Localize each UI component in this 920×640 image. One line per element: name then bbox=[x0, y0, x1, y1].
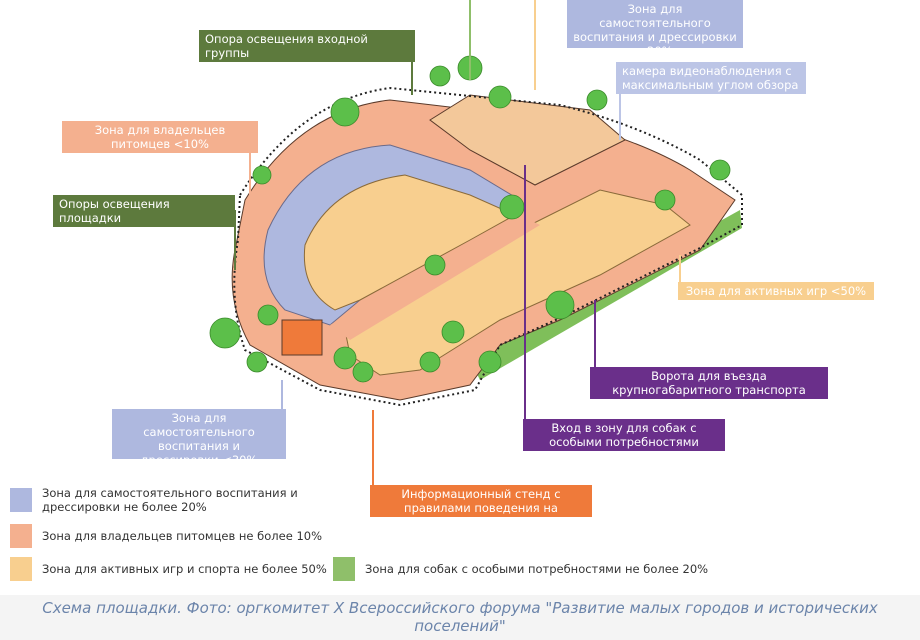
info-stand-shelter bbox=[281, 319, 323, 356]
legend-item-owners: Зона для владельцев питомцев не более 10… bbox=[10, 524, 330, 548]
fence bbox=[233, 86, 743, 407]
legend-label: Зона для самостоятельного воспитания и д… bbox=[42, 486, 298, 514]
leader-lines bbox=[234, 0, 681, 492]
walk-path bbox=[330, 215, 540, 340]
legend-item-active-games: Зона для активных игр и спорта не более … bbox=[10, 557, 330, 581]
callout-info-stand: Информационный стенд с правилами поведен… bbox=[370, 485, 592, 529]
legend-label: Зона для собак с особыми потребностями н… bbox=[365, 562, 709, 576]
legend-item-training: Зона для самостоятельного воспитания и д… bbox=[10, 486, 310, 514]
callout-left-training-zone: Зона для самостоятельного воспитания и д… bbox=[112, 409, 286, 467]
callout-top-training-zone: Зона для самостоятельного воспитания и д… bbox=[567, 0, 743, 58]
legend-label: Зона для активных игр и спорта не более … bbox=[42, 562, 327, 576]
trees bbox=[209, 55, 731, 383]
legend-swatch bbox=[10, 557, 32, 581]
legend-item-special-needs: Зона для собак с особыми потребностями н… bbox=[333, 557, 713, 581]
dog-park-diagram bbox=[209, 0, 743, 492]
callout-owners-zone: Зона для владельцев питомцев <10% bbox=[62, 121, 258, 153]
callout-gate: Ворота для въезда крупногабаритного тран… bbox=[590, 367, 828, 399]
active-games-area-left bbox=[303, 174, 517, 311]
legend-swatch bbox=[10, 488, 32, 512]
legend-swatch bbox=[333, 557, 355, 581]
callout-active-games-zone: Зона для активных игр <50% bbox=[678, 282, 874, 300]
callout-site-lighting: Опоры освещения площадки bbox=[53, 195, 235, 227]
callout-entrance-lighting: Опора освещения входной группы bbox=[199, 30, 415, 62]
callout-special-needs-entry: Вход в зону для собак с особыми потребно… bbox=[523, 419, 725, 451]
legend-label: Зона для владельцев питомцев не более 10… bbox=[42, 529, 323, 543]
legend-swatch bbox=[10, 524, 32, 548]
callout-camera: камера видеонаблюдения с максимальным уг… bbox=[616, 62, 806, 94]
image-caption: Схема площадки. Фото: оргкомитет X Всеро… bbox=[0, 595, 920, 640]
